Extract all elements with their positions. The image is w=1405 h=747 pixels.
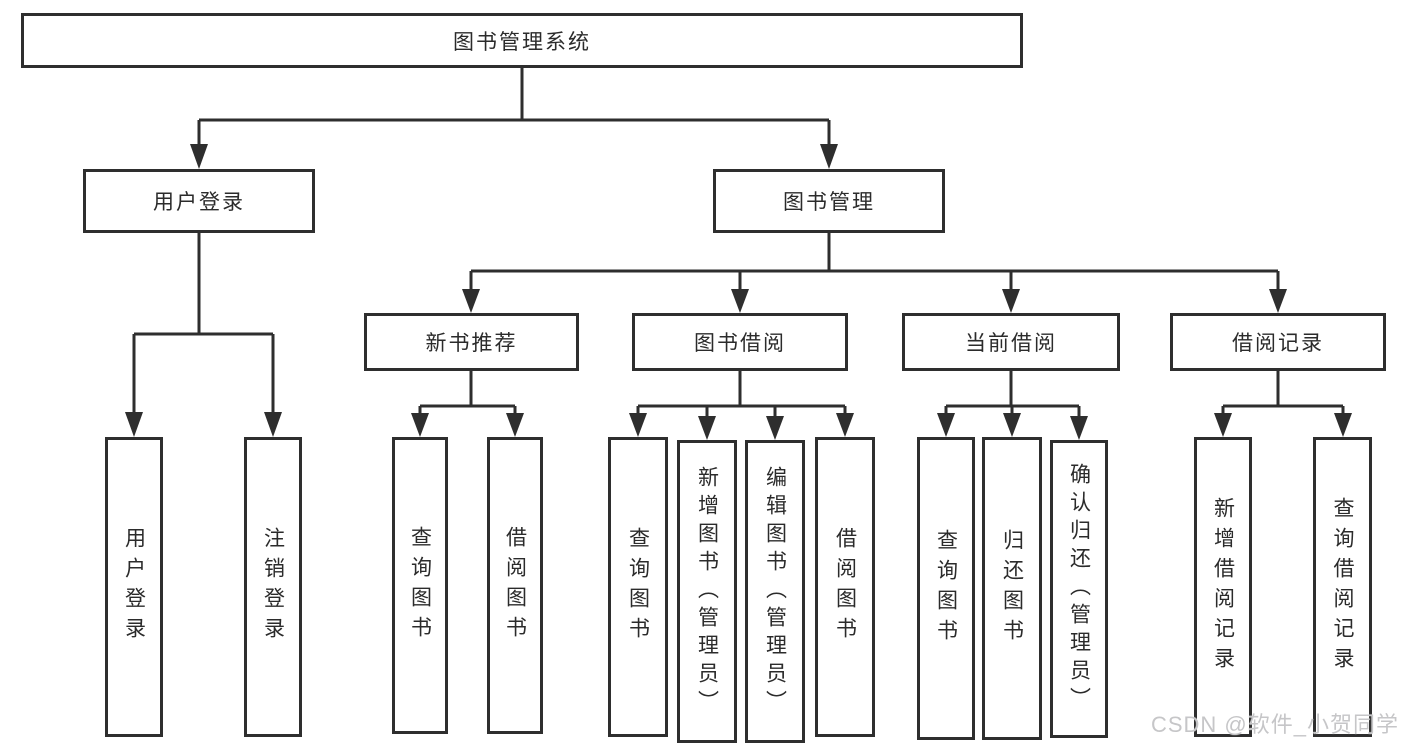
node-book-management: 图书管理: [713, 169, 945, 233]
leaf-query-borrow-record: 查询借阅记录: [1313, 437, 1372, 737]
leaf-borrow-books-borrowing: 借阅图书: [815, 437, 875, 737]
leaf-query-books-current: 查询图书: [917, 437, 975, 740]
node-borrowing-records: 借阅记录: [1170, 313, 1386, 371]
leaf-return-books: 归还图书: [982, 437, 1042, 740]
node-user-login: 用户登录: [83, 169, 315, 233]
leaf-add-books-admin: 新增图书（管理员）: [677, 440, 737, 743]
leaf-edit-books-admin: 编辑图书（管理员）: [745, 440, 805, 743]
leaf-borrow-books-recommend: 借阅图书: [487, 437, 543, 734]
node-book-borrowing: 图书借阅: [632, 313, 848, 371]
node-new-book-recommendation: 新书推荐: [364, 313, 579, 371]
node-root: 图书管理系统: [21, 13, 1023, 68]
leaf-query-books-recommend: 查询图书: [392, 437, 448, 734]
leaf-query-books-borrowing: 查询图书: [608, 437, 668, 737]
leaf-user-login: 用户登录: [105, 437, 163, 737]
node-current-borrowing: 当前借阅: [902, 313, 1120, 371]
watermark: CSDN @软件_小贺同学: [1150, 712, 1399, 737]
leaf-logout: 注销登录: [244, 437, 302, 737]
leaf-confirm-return-admin: 确认归还（管理员）: [1050, 440, 1108, 738]
leaf-add-borrow-record: 新增借阅记录: [1194, 437, 1252, 737]
